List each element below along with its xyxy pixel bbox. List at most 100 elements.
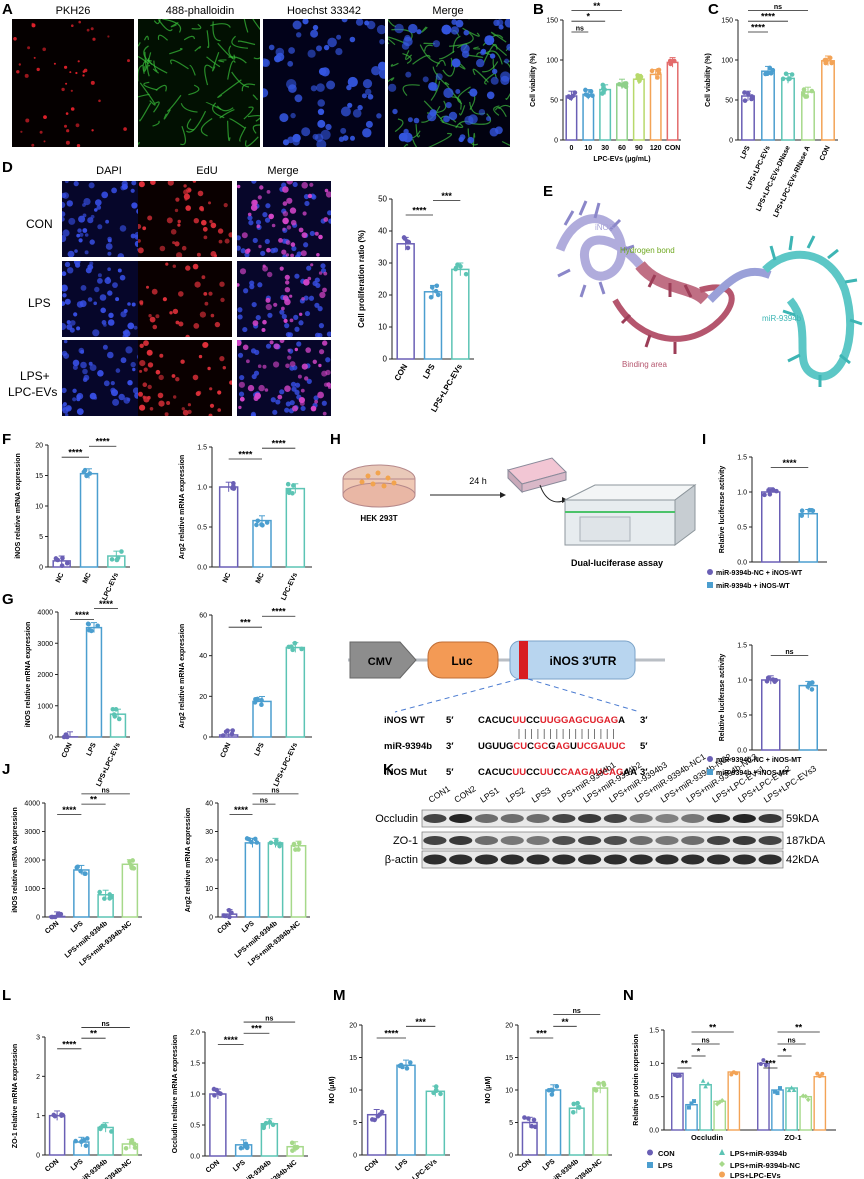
blot-band (758, 814, 782, 823)
bar-F2-0 (218, 486, 239, 568)
bar-N-1-4 (813, 1075, 827, 1131)
data-point (761, 1058, 766, 1063)
y-tick-label-F1-3: 15 (35, 473, 43, 480)
blot-band (552, 854, 576, 865)
data-point (463, 271, 469, 277)
y-tick-label-M1-2: 10 (349, 1088, 357, 1095)
seq-text-3: CACUCUUCCUUCCAAGAUCAGAA (478, 767, 637, 778)
panel-d-row-3a: LPS+ (20, 369, 50, 383)
data-point (372, 1117, 377, 1123)
data-point (59, 563, 65, 568)
data-point (254, 522, 259, 528)
x-tick-label-F1-2: LPC-EVs (101, 572, 120, 602)
panel-letter-E: E (543, 183, 553, 200)
x-tick-label-F2-2: LPC-EVs (280, 572, 299, 602)
data-point (820, 1071, 825, 1076)
sig-label-N-6: ns (788, 1038, 796, 1045)
bar-B-0 (565, 95, 578, 141)
data-point (289, 644, 294, 649)
blot-band (655, 836, 679, 845)
blot-band (629, 854, 653, 865)
blot-band (681, 814, 705, 823)
data-point (549, 1092, 555, 1097)
blot-band (474, 814, 499, 823)
y-tick-label-L2-4: 2.0 (190, 1030, 200, 1037)
data-point (431, 1090, 436, 1096)
data-point (568, 95, 574, 101)
y-tick-label-I2-2: 1.0 (737, 678, 747, 685)
data-point (261, 1123, 267, 1128)
bar-I1-1 (798, 512, 818, 563)
blot-band (423, 814, 447, 823)
blot-band (603, 814, 627, 823)
blot-band (706, 814, 731, 823)
panel-letter-H: H (330, 431, 341, 448)
data-point (777, 1086, 782, 1091)
data-point (249, 839, 254, 845)
sig-label-N-4: *** (765, 1059, 776, 1069)
panel-a-label-2: 488-phalloidin (166, 5, 235, 17)
blot-lane-label-3: LPS1 (478, 785, 501, 805)
bar-G1-1 (85, 626, 103, 738)
x-tick-label-B-4: 90 (635, 145, 643, 152)
data-point (815, 1071, 820, 1076)
panel-d-row-3b: LPC-EVs (8, 385, 57, 399)
data-point (212, 1093, 217, 1098)
seq-name-3: iNOS Mut (384, 767, 428, 778)
blot-band (423, 854, 447, 865)
data-point (244, 836, 250, 841)
y-axis-label-I2: Relative luciferase activity (719, 654, 726, 742)
micro-d-merge-2 (237, 261, 331, 337)
data-point (677, 1073, 682, 1078)
y-tick-label-I1-2: 1.0 (737, 490, 747, 497)
y-tick-label-I2-3: 1.5 (737, 643, 747, 650)
bar-B-2 (599, 88, 612, 141)
data-point (805, 1097, 811, 1103)
data-point (522, 1115, 527, 1120)
data-point (789, 1085, 794, 1090)
data-point (775, 1091, 780, 1096)
data-point (259, 697, 264, 703)
data-point (700, 1078, 706, 1083)
legend-label-N-2: LPS+miR-9394b (730, 1149, 787, 1158)
x-group-label-N-0: Occludin (691, 1133, 724, 1142)
y-tick-label-J2-3: 30 (205, 829, 213, 836)
legend-marker (719, 1149, 725, 1155)
y-tick-label-F2-2: 1.0 (197, 485, 207, 492)
data-point (742, 90, 747, 95)
sig-label-J1-2: ns (102, 787, 110, 794)
bar-I2-1 (798, 684, 818, 751)
y-tick-label-G2-1: 20 (199, 694, 207, 701)
bar-J2-3 (290, 845, 307, 918)
data-point (734, 1071, 739, 1076)
panel-letter-K: K (383, 761, 394, 778)
y-tick-label-F1-2: 10 (35, 504, 43, 511)
blot-lane-label-2: CON2 (452, 783, 477, 804)
blot-kda-label-1: 59kDA (786, 813, 820, 825)
blot-band (552, 814, 576, 823)
y-tick-label-L2-0: 0.0 (190, 1154, 200, 1161)
blot-lane-label-5: LPS3 (530, 785, 553, 805)
data-point (762, 492, 767, 498)
y-tick-label-M1-4: 20 (349, 1023, 357, 1030)
y-tick-label-G2-3: 60 (199, 613, 207, 620)
micro-a-merge (388, 19, 510, 147)
blot-band (758, 836, 782, 845)
utr-region-shape (509, 640, 636, 680)
micro-d-merge-3 (237, 340, 331, 416)
bar-I1-0 (761, 491, 781, 563)
blot-band (500, 854, 524, 865)
data-point (285, 481, 291, 487)
bar-M2-3 (592, 1087, 609, 1156)
data-point (655, 67, 661, 73)
y-tick-label-F2-3: 1.5 (197, 445, 207, 452)
sig-label-J2-2: ns (271, 787, 279, 794)
